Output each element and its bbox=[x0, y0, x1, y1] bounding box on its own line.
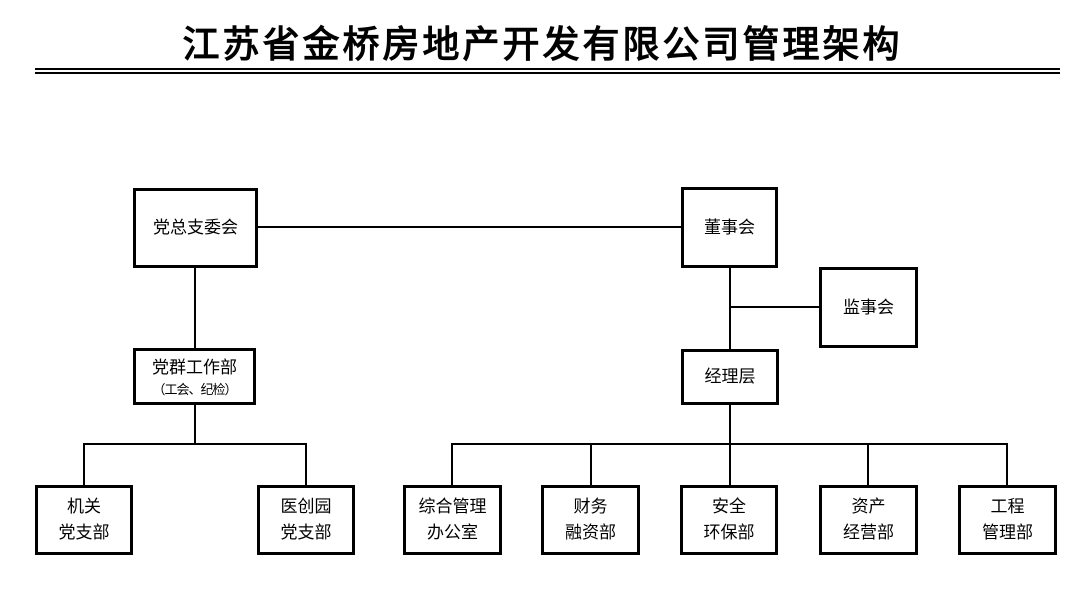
node-label: 经理层 bbox=[704, 367, 756, 386]
node-party-committee: 党总支委会 bbox=[133, 188, 258, 268]
connector-drop-safety bbox=[729, 443, 731, 485]
node-yichuangyuan-party-branch: 医创园 党支部 bbox=[257, 485, 355, 555]
node-label: 安全 bbox=[712, 497, 746, 516]
connector-drop-asset bbox=[867, 443, 869, 485]
title-double-rule bbox=[35, 68, 1060, 74]
node-general-admin-office: 综合管理 办公室 bbox=[403, 485, 502, 555]
node-engineering-dept: 工程 管理部 bbox=[958, 485, 1057, 555]
node-org-party-branch: 机关 党支部 bbox=[35, 485, 133, 555]
connector-management-down bbox=[729, 404, 731, 445]
connector-party-committee-down bbox=[194, 268, 196, 348]
connector-drop-finance bbox=[590, 443, 592, 485]
node-label: 经营部 bbox=[843, 523, 894, 542]
node-asset-mgmt-dept: 资产 经营部 bbox=[819, 485, 918, 555]
node-sublabel: （工会、纪检） bbox=[152, 381, 237, 397]
node-board: 董事会 bbox=[681, 187, 778, 268]
node-label: 财务 bbox=[573, 497, 608, 516]
node-supervisory: 监事会 bbox=[819, 267, 918, 348]
node-label: 管理部 bbox=[982, 523, 1033, 542]
node-label: 环保部 bbox=[703, 523, 755, 542]
node-management: 经理层 bbox=[681, 349, 779, 405]
node-label: 董事会 bbox=[704, 217, 755, 237]
node-party-work-dept: 党群工作部 （工会、纪检） bbox=[133, 348, 256, 405]
connector-left-rail bbox=[83, 443, 307, 445]
node-safety-env-dept: 安全 环保部 bbox=[680, 485, 778, 555]
node-label: 办公室 bbox=[427, 523, 478, 542]
node-finance-dept: 财务 融资部 bbox=[541, 485, 640, 555]
node-label: 党支部 bbox=[58, 523, 110, 542]
connector-party-work-down bbox=[194, 404, 196, 445]
node-label: 资产 bbox=[851, 497, 886, 516]
node-label: 监事会 bbox=[843, 297, 894, 317]
connector-drop-org-party-branch bbox=[83, 443, 85, 485]
node-label: 党支部 bbox=[280, 523, 332, 542]
node-label: 综合管理 bbox=[418, 497, 487, 516]
node-label: 融资部 bbox=[565, 523, 616, 542]
connector-board-management bbox=[729, 268, 731, 349]
node-label: 党总支委会 bbox=[153, 218, 238, 237]
connector-drop-yichuangyuan bbox=[305, 443, 307, 485]
connector-drop-general-admin bbox=[451, 443, 453, 485]
node-label: 医创园 bbox=[280, 497, 332, 516]
connector-board-supervisory bbox=[729, 306, 819, 308]
page-title: 江苏省金桥房地产开发有限公司管理架构 bbox=[182, 25, 903, 66]
connector-party-committee-board bbox=[258, 226, 681, 228]
connector-drop-engineering bbox=[1006, 443, 1008, 485]
node-label: 工程 bbox=[990, 497, 1025, 516]
node-label: 机关 bbox=[67, 497, 101, 516]
node-label: 党群工作部 bbox=[152, 357, 237, 377]
